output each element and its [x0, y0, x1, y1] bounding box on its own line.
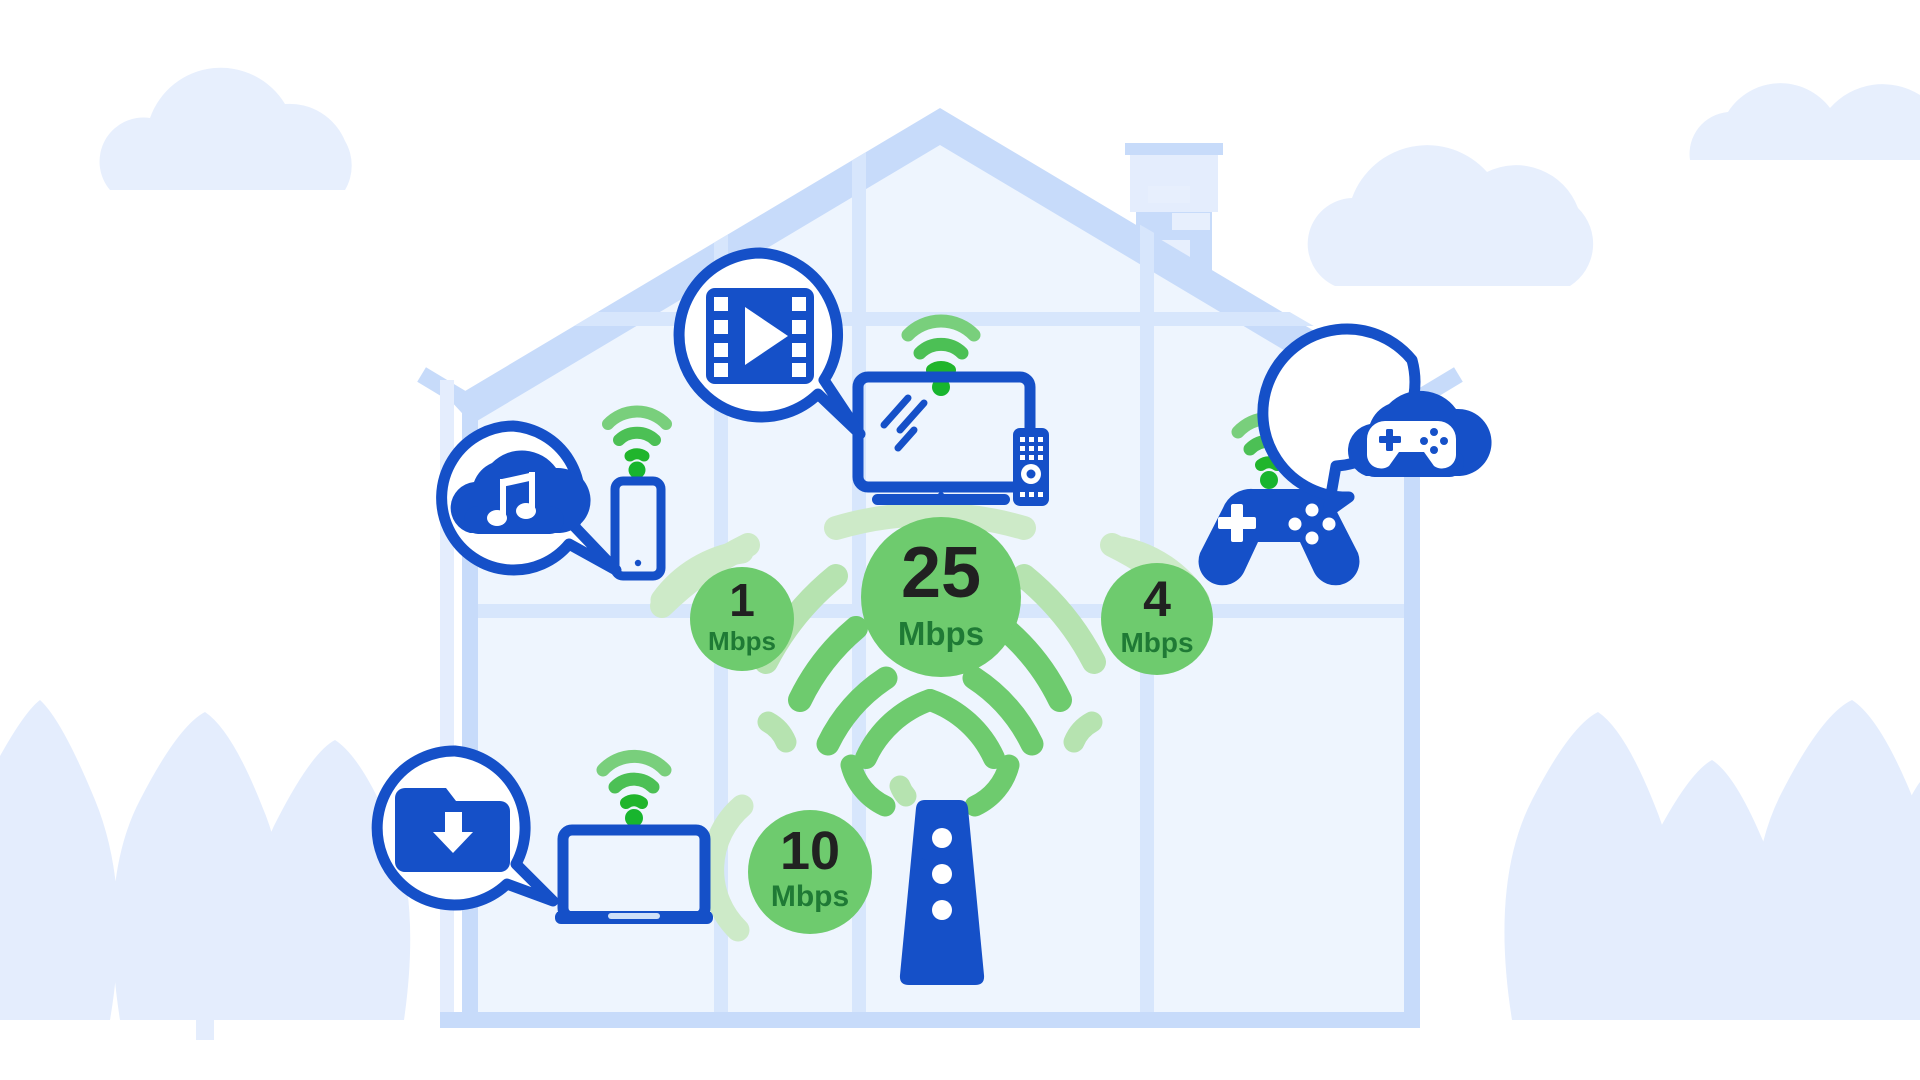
tree-cluster-right	[1504, 700, 1920, 1020]
speed-bubble-tv[interactable]: 25 Mbps	[861, 517, 1021, 677]
speed-value-phone: 1	[729, 574, 755, 626]
router-led-1	[932, 828, 952, 848]
tv-wifi-icon	[901, 314, 981, 396]
tree-left-b	[251, 740, 411, 1020]
speed-unit-phone: Mbps	[708, 626, 776, 656]
cloud-right	[1307, 83, 1920, 286]
speed-bubble-laptop[interactable]: 10 Mbps	[748, 810, 872, 934]
phone-wifi-icon	[602, 405, 672, 479]
cloud-gamepad-icon	[1347, 390, 1492, 477]
speed-unit-console: Mbps	[1120, 627, 1193, 658]
speed-bubbles-layer: 1 Mbps 25 Mbps 4 Mbps 10 Mbps	[690, 517, 1213, 934]
activity-bubble-video-streaming[interactable]	[673, 247, 866, 440]
activity-bubble-file-download[interactable]	[371, 745, 559, 911]
cloud-music-icon	[450, 450, 591, 534]
tree-far-right	[1872, 782, 1920, 1020]
speed-value-tv: 25	[901, 533, 981, 613]
tv-remote[interactable]	[1013, 428, 1049, 506]
background-scenery	[0, 67, 1920, 1040]
speed-bubble-phone[interactable]: 1 Mbps	[690, 567, 794, 671]
router-led-3	[932, 900, 952, 920]
film-play-icon	[706, 288, 814, 384]
laptop-device[interactable]	[555, 749, 713, 924]
tree-left-a	[112, 712, 286, 1040]
laptop-wifi-icon	[596, 749, 672, 827]
smartphone-device[interactable]	[602, 405, 672, 581]
folder-download-icon	[395, 788, 510, 872]
speed-bubble-console[interactable]: 4 Mbps	[1101, 563, 1213, 675]
speed-unit-tv: Mbps	[898, 615, 984, 652]
controller-dpad	[1218, 504, 1256, 542]
wifi-router[interactable]	[899, 800, 985, 985]
router-led-2	[932, 864, 952, 884]
activity-bubble-cloud-gaming[interactable]	[1257, 323, 1492, 518]
tv-screen-glint	[880, 394, 928, 452]
tree-right-b	[1634, 760, 1782, 1020]
speed-value-laptop: 10	[780, 821, 840, 881]
tree-far-left	[0, 700, 119, 1020]
controller-buttons	[1288, 503, 1336, 545]
speed-unit-laptop: Mbps	[771, 880, 849, 913]
tree-cluster-left	[0, 700, 411, 1040]
cloud-left	[99, 67, 352, 190]
speed-value-console: 4	[1143, 571, 1171, 627]
activity-bubble-music-streaming[interactable]	[436, 420, 622, 576]
phone-home-button	[634, 559, 642, 567]
